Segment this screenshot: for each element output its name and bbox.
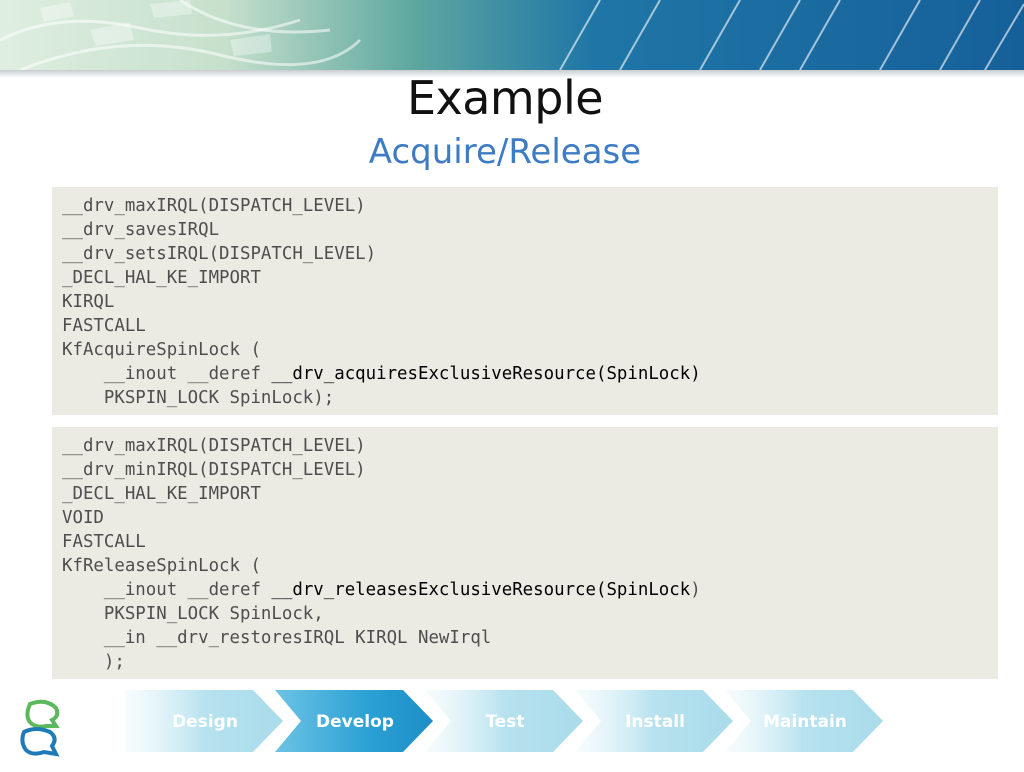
- code-annotation-highlight: __drv_releasesExclusiveResource(SpinLock: [271, 580, 691, 600]
- header-banner: [0, 0, 1024, 70]
- code-block-acquire: __drv_maxIRQL(DISPATCH_LEVEL) __drv_saves…: [52, 187, 998, 415]
- code-text: VOID: [62, 508, 104, 528]
- code-line: __in __drv_restoresIRQL KIRQL NewIrql: [62, 626, 998, 650]
- code-line: KfReleaseSpinLock (: [62, 554, 998, 578]
- code-text: FASTCALL: [62, 532, 146, 552]
- pipeline-step-maintain: [725, 690, 883, 752]
- banner-decoration: [0, 0, 1024, 70]
- pipeline-step-label: Maintain: [763, 712, 847, 732]
- code-text: );: [62, 652, 125, 672]
- code-text: KfAcquireSpinLock (: [62, 340, 261, 360]
- code-line: __inout __deref __drv_acquiresExclusiveR…: [62, 362, 998, 386]
- code-text: KfReleaseSpinLock (: [62, 556, 261, 576]
- pipeline-step-develop: [275, 690, 433, 752]
- code-text: _DECL_HAL_KE_IMPORT: [62, 484, 261, 504]
- code-text: __in __drv_restoresIRQL KIRQL NewIrql: [62, 628, 492, 648]
- lifecycle-pipeline: Design Develop Test Install Maintain: [0, 678, 1024, 768]
- code-line: __inout __deref __drv_releasesExclusiveR…: [62, 578, 998, 602]
- code-line: FASTCALL: [62, 314, 998, 338]
- code-text: PKSPIN_LOCK SpinLock,: [62, 604, 324, 624]
- code-annotation-highlight: __drv_acquiresExclusiveResource(SpinLock…: [271, 364, 701, 384]
- two-heads-logo-icon: [16, 698, 66, 760]
- pipeline-step-design: [125, 690, 283, 752]
- code-text: __inout __deref: [62, 364, 272, 384]
- code-line: );: [62, 650, 998, 674]
- code-line: KfAcquireSpinLock (: [62, 338, 998, 362]
- code-line: PKSPIN_LOCK SpinLock);: [62, 386, 998, 410]
- banner-shadow: [0, 70, 1024, 78]
- pipeline-step-label: Develop: [316, 712, 394, 732]
- pipeline-step-install: [575, 690, 733, 752]
- code-text: __drv_maxIRQL(DISPATCH_LEVEL): [62, 196, 366, 216]
- code-text: __drv_minIRQL(DISPATCH_LEVEL): [62, 460, 366, 480]
- pipeline-step-test: [425, 690, 583, 752]
- code-line: __drv_maxIRQL(DISPATCH_LEVEL): [62, 434, 998, 458]
- code-line: _DECL_HAL_KE_IMPORT: [62, 266, 998, 290]
- pipeline-step-label: Install: [625, 712, 685, 732]
- pipeline-step-label: Test: [485, 712, 524, 732]
- code-line: __drv_maxIRQL(DISPATCH_LEVEL): [62, 194, 998, 218]
- slide-title: Example: [406, 71, 604, 125]
- pipeline-svg: Design Develop Test Install Maintain: [125, 690, 883, 752]
- pipeline-step-label: Design: [172, 712, 238, 732]
- code-text: __inout __deref: [62, 580, 272, 600]
- code-line: __drv_savesIRQL: [62, 218, 998, 242]
- code-line: __drv_setsIRQL(DISPATCH_LEVEL): [62, 242, 998, 266]
- code-line: FASTCALL: [62, 530, 998, 554]
- code-line: __drv_minIRQL(DISPATCH_LEVEL): [62, 458, 998, 482]
- code-block-release: __drv_maxIRQL(DISPATCH_LEVEL) __drv_minIR…: [52, 427, 998, 679]
- code-line: VOID: [62, 506, 998, 530]
- code-text: __drv_maxIRQL(DISPATCH_LEVEL): [62, 436, 366, 456]
- code-text: __drv_setsIRQL(DISPATCH_LEVEL): [62, 244, 377, 264]
- code-line: PKSPIN_LOCK SpinLock,: [62, 602, 998, 626]
- code-text: PKSPIN_LOCK SpinLock);: [62, 388, 335, 408]
- code-text: FASTCALL: [62, 316, 146, 336]
- code-text: KIRQL: [62, 292, 115, 312]
- code-text: __drv_savesIRQL: [62, 220, 220, 240]
- code-text: ): [690, 580, 701, 600]
- code-text: _DECL_HAL_KE_IMPORT: [62, 268, 261, 288]
- slide-subtitle: Acquire/Release: [368, 132, 642, 172]
- code-line: _DECL_HAL_KE_IMPORT: [62, 482, 998, 506]
- code-line: KIRQL: [62, 290, 998, 314]
